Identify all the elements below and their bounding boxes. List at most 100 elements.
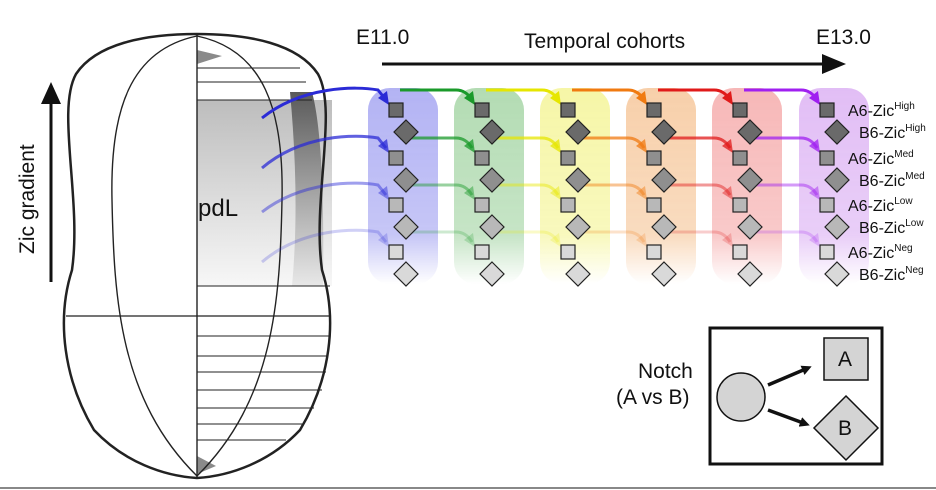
b-cell-diamond bbox=[824, 167, 850, 193]
a-cell-square bbox=[474, 102, 490, 118]
b-cell-diamond bbox=[393, 214, 419, 240]
floor-plate-marker bbox=[197, 456, 216, 474]
b-cell-diamond bbox=[479, 119, 505, 145]
neural-tube: pdL bbox=[62, 32, 332, 480]
notch-legend: Notch (A vs B) A B bbox=[616, 326, 884, 466]
domain-lines bbox=[197, 67, 330, 441]
b-cell-diamond bbox=[737, 214, 763, 240]
b-cell-diamond bbox=[393, 167, 419, 193]
cohort-arrowhead bbox=[636, 233, 647, 247]
legend-title-line2: (A vs B) bbox=[616, 386, 690, 409]
b-cell-diamond bbox=[479, 167, 505, 193]
a-cell-square bbox=[646, 150, 662, 166]
start-time-label: E11.0 bbox=[356, 26, 409, 49]
cohort-arrow bbox=[261, 134, 388, 170]
cohort-arrowhead bbox=[636, 91, 647, 105]
inner-curve-right bbox=[196, 35, 283, 477]
b-row-label: B6-ZicNeg bbox=[859, 265, 924, 284]
a-cell-square bbox=[560, 197, 576, 213]
temporal-axis: E11.0 E13.0 Temporal cohorts bbox=[356, 26, 871, 74]
cohort-arrow bbox=[261, 228, 388, 264]
inner-curve-left bbox=[111, 35, 198, 477]
cohort-arrow bbox=[744, 230, 819, 243]
a-cell-square bbox=[819, 102, 835, 118]
b-cell-diamond bbox=[565, 214, 591, 240]
b-cell-diamond bbox=[479, 261, 505, 287]
a-cell-square bbox=[560, 102, 576, 118]
arrow-to-a bbox=[767, 365, 812, 387]
b-cell-diamond bbox=[651, 214, 677, 240]
a-cell-square bbox=[560, 150, 576, 166]
b-row-label: B6-ZicLow bbox=[859, 218, 924, 237]
a-cell-square bbox=[474, 244, 490, 260]
cohort-arrowhead bbox=[464, 139, 475, 153]
cohort-cells bbox=[388, 102, 850, 287]
b-row-label: B6-ZicMed bbox=[859, 171, 925, 190]
a-cell-square bbox=[388, 150, 404, 166]
cohort-arrowhead bbox=[464, 233, 475, 247]
a-cell-square bbox=[388, 102, 404, 118]
cohort-arrowhead bbox=[809, 186, 820, 200]
cohort-arrowhead bbox=[550, 186, 561, 200]
a-cell-square bbox=[819, 244, 835, 260]
cohort-arrowhead bbox=[722, 233, 733, 247]
a-cell-square bbox=[732, 102, 748, 118]
cohort-arrow bbox=[486, 230, 560, 243]
cohort-arrowhead bbox=[809, 91, 820, 105]
b-cell-diamond bbox=[393, 119, 419, 145]
cohort-arrow bbox=[572, 230, 646, 243]
cohort-arrowhead bbox=[550, 91, 561, 105]
cohort-arrow bbox=[261, 86, 388, 120]
b-row-label: B6-ZicHigh bbox=[859, 123, 926, 142]
cohort-arrow bbox=[744, 183, 819, 196]
b-cell-diamond bbox=[651, 119, 677, 145]
cohort-arrowhead bbox=[378, 91, 389, 105]
cohort-arrow bbox=[261, 181, 388, 214]
b-cell-diamond bbox=[824, 119, 850, 145]
cohort-arrowhead bbox=[722, 91, 733, 105]
b-cell-diamond bbox=[479, 214, 505, 240]
cohort-arrowhead bbox=[550, 233, 561, 247]
roof-plate-marker bbox=[197, 50, 222, 64]
progenitor-circle bbox=[716, 372, 766, 422]
cohort-arrowhead bbox=[636, 186, 647, 200]
a-cell-square bbox=[646, 197, 662, 213]
b-cell-diamond bbox=[565, 261, 591, 287]
a-cell-square bbox=[819, 150, 835, 166]
a-cell-square bbox=[732, 244, 748, 260]
cohort-arrow bbox=[572, 183, 646, 196]
legend-diamond-b bbox=[812, 394, 880, 462]
cohort-arrow bbox=[400, 183, 474, 196]
a-row-label: A6-ZicLow bbox=[848, 196, 913, 215]
b-cell-diamond bbox=[824, 214, 850, 240]
b-cell-diamond bbox=[565, 119, 591, 145]
zic-gradient-axis: Zic gradient bbox=[16, 82, 61, 282]
legend-a-label: A bbox=[838, 348, 852, 371]
cohort-arrow bbox=[400, 230, 474, 243]
cohort-arrowhead bbox=[809, 139, 820, 153]
a-cell-square bbox=[388, 244, 404, 260]
arrow-to-b bbox=[767, 408, 810, 427]
end-time-label: E13.0 bbox=[816, 26, 871, 49]
a-cell-square bbox=[646, 244, 662, 260]
legend-title-line1: Notch bbox=[638, 360, 693, 383]
b-cell-diamond bbox=[651, 167, 677, 193]
a-cell-square bbox=[474, 150, 490, 166]
cohort-arrowhead bbox=[464, 186, 475, 200]
cohort-arrows bbox=[261, 86, 820, 264]
a-cell-square bbox=[732, 197, 748, 213]
temporal-axis-label: Temporal cohorts bbox=[524, 30, 685, 53]
cohort-arrow bbox=[658, 230, 732, 243]
region-label: pdL bbox=[198, 195, 238, 222]
cohort-arrowhead bbox=[378, 233, 389, 247]
cohort-arrowhead bbox=[809, 233, 820, 247]
b-cell-diamond bbox=[737, 119, 763, 145]
b-cell-diamond bbox=[737, 261, 763, 287]
a-cell-square bbox=[388, 197, 404, 213]
cohort-arrow bbox=[486, 183, 560, 196]
a-cell-square bbox=[474, 197, 490, 213]
cohort-arrowhead bbox=[378, 139, 389, 153]
a-row-label: A6-ZicNeg bbox=[848, 243, 913, 262]
a-row-label: A6-ZicMed bbox=[848, 149, 914, 168]
